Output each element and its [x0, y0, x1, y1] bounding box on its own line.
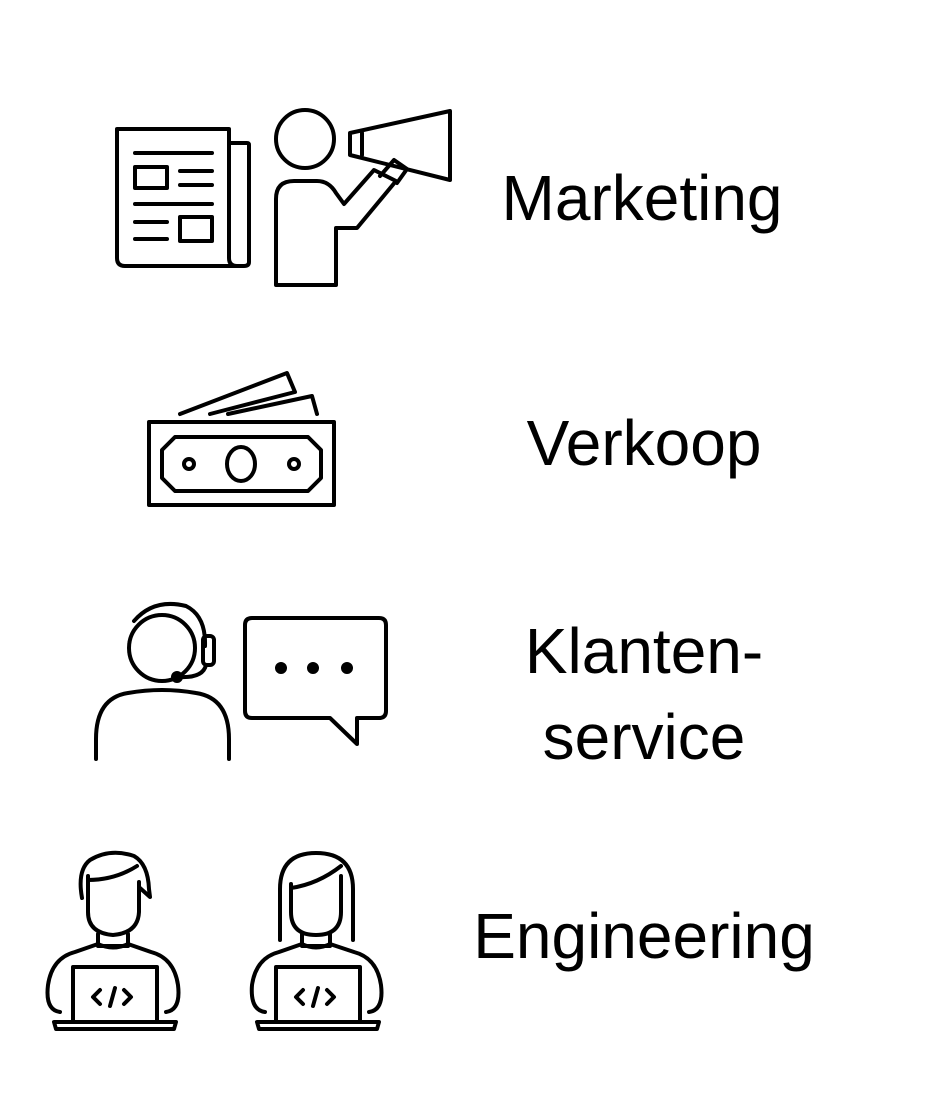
male-developer-laptop-icon: [45, 850, 181, 1031]
female-developer-laptop-icon: [249, 851, 384, 1031]
label-klantenservice-line1: Klanten-: [524, 615, 764, 687]
label-marketing: Marketing: [501, 162, 783, 234]
chat-bubble-icon: [243, 616, 388, 746]
money-bills-icon: [147, 371, 336, 507]
label-verkoop: Verkoop: [526, 407, 762, 479]
newspaper-icon: [115, 127, 251, 268]
person-megaphone-icon: [274, 108, 452, 287]
label-engineering: Engineering: [473, 900, 815, 972]
label-klantenservice-line2: service: [542, 701, 746, 773]
headset-agent-icon: [94, 601, 231, 761]
label-klantenservice: Klanten- service: [525, 608, 763, 780]
